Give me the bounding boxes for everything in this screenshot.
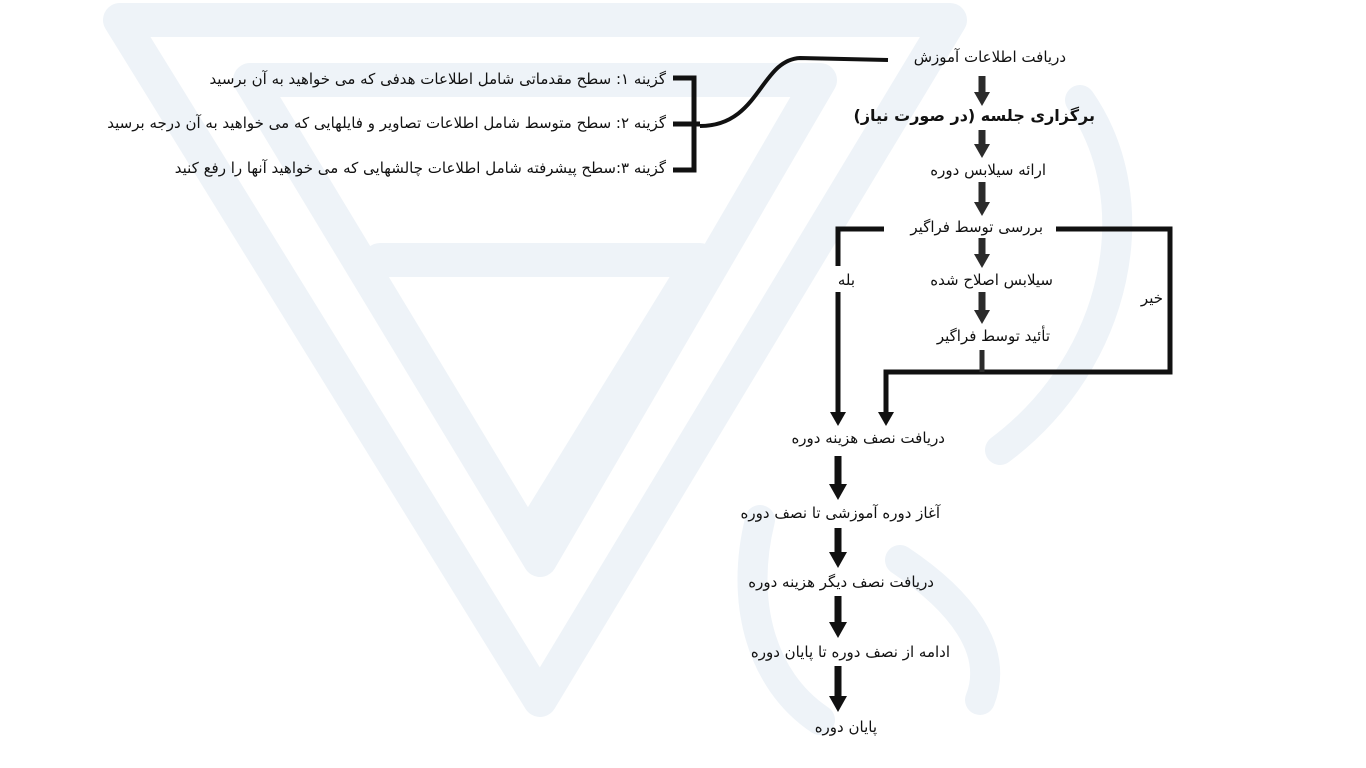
step-start-half: آغاز دوره آموزشی تا نصف دوره xyxy=(740,504,940,522)
step-meeting: برگزاری جلسه (در صورت نیاز) xyxy=(853,106,1096,125)
yes-branch-line xyxy=(835,226,884,414)
no-branch-line xyxy=(883,226,1173,414)
step-review: بررسی توسط فراگیر xyxy=(910,218,1043,236)
option-3: گزینه ۳:سطح پیشرفته شامل اطلاعات چالشهای… xyxy=(174,159,666,177)
step-half-payment: دریافت نصف هزینه دوره xyxy=(791,429,945,447)
options-connector-curve xyxy=(699,55,889,128)
step-syllabus: ارائه سیلابس دوره xyxy=(930,161,1046,179)
option-2: گزینه ۲: سطح متوسط شامل اطلاعات تصاویر و… xyxy=(107,114,666,132)
step-end: پایان دوره xyxy=(814,718,877,736)
step-continue: ادامه از نصف دوره تا پایان دوره xyxy=(750,643,950,661)
branch-yes-label: بله xyxy=(837,271,855,289)
step-other-half-payment: دریافت نصف دیگر هزینه دوره xyxy=(748,573,934,591)
options-bracket xyxy=(673,75,700,173)
branch-no-label: خیر xyxy=(1140,289,1163,307)
step-approval: تأئید توسط فراگیر xyxy=(936,327,1050,345)
step-revised-syllabus: سیلابس اصلاح شده xyxy=(930,271,1053,289)
step-receive-info: دریافت اطلاعات آموزش xyxy=(913,48,1066,66)
option-1: گزینه ۱: سطح مقدماتی شامل اطلاعات هدفی ک… xyxy=(209,70,666,88)
